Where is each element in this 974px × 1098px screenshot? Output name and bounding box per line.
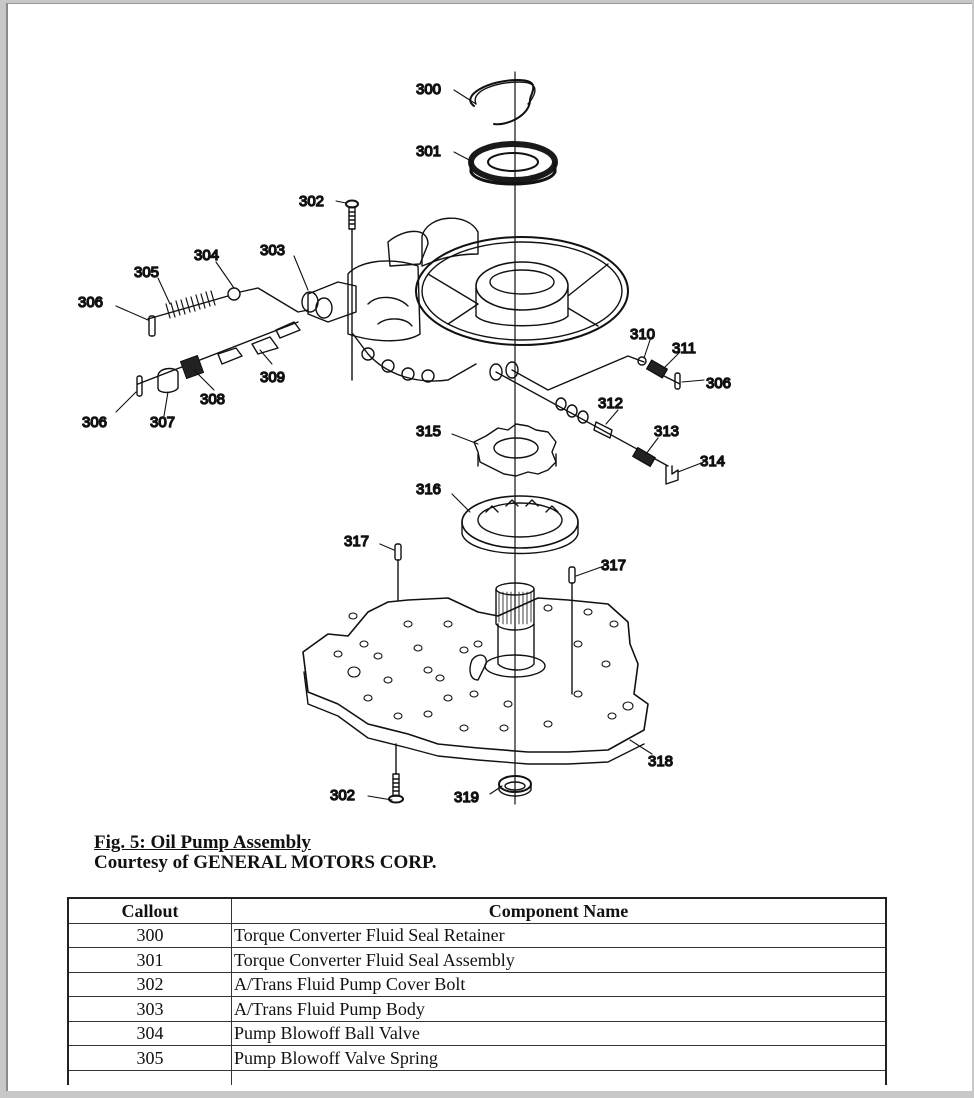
driven-rotor-part: [461, 495, 579, 555]
callout-314: 314: [700, 453, 725, 470]
callout-306-left-top: 306: [78, 294, 103, 311]
component-name-cell: Pump Blowoff Valve Spring: [231, 1045, 887, 1071]
callout-316: 316: [416, 481, 441, 498]
callout-300: 300: [416, 81, 441, 98]
callout-cell: 301: [67, 947, 232, 973]
right-valve-train-upper: [511, 355, 681, 391]
table-row: 304 Pump Blowoff Ball Valve: [67, 1020, 887, 1046]
callout-302-top: 302: [299, 193, 324, 210]
table-row: 303 A/Trans Fluid Pump Body: [67, 996, 887, 1022]
dowel-pin-left-part: [394, 543, 402, 601]
table-row-partial: [67, 1069, 887, 1085]
table-row: 300 Torque Converter Fluid Seal Retainer: [67, 922, 887, 948]
seal-retainer-ring-part: [469, 79, 536, 126]
callout-305: 305: [134, 264, 159, 281]
right-valve-train-lower: [495, 371, 679, 485]
callout-317-right: 317: [601, 557, 626, 574]
pressure-regulator-valve-train: [136, 321, 301, 397]
column-header-callout: Callout: [67, 897, 232, 924]
callout-310: 310: [630, 326, 655, 343]
pump-cover-bolt-top-part: [345, 199, 359, 381]
component-name-cell-empty: [231, 1069, 887, 1085]
callout-cell: 300: [67, 922, 232, 948]
component-name-cell: Torque Converter Fluid Seal Retainer: [231, 922, 887, 948]
dowel-pin-right-part: [568, 566, 576, 695]
callout-311: 311: [672, 340, 696, 357]
component-table: Callout Component Name 300 Torque Conver…: [67, 897, 887, 1085]
drive-gear-part: [473, 423, 557, 477]
callout-312: 312: [598, 395, 623, 412]
table-header-row: Callout Component Name: [67, 897, 887, 924]
callout-304: 304: [194, 247, 219, 264]
callout-317-left: 317: [344, 533, 369, 550]
table-row: 301 Torque Converter Fluid Seal Assembly: [67, 947, 887, 973]
figure-title: Fig. 5: Oil Pump Assembly: [94, 832, 311, 853]
callout-cell: 302: [67, 971, 232, 997]
component-name-cell: Torque Converter Fluid Seal Assembly: [231, 947, 887, 973]
callout-cell: 304: [67, 1020, 232, 1046]
table-row: 302 A/Trans Fluid Pump Cover Bolt: [67, 971, 887, 997]
seal-assembly-part: [468, 141, 558, 186]
table-row: 305 Pump Blowoff Valve Spring: [67, 1045, 887, 1071]
callout-306-right: 306: [706, 375, 731, 392]
callout-313: 313: [654, 423, 679, 440]
callout-303: 303: [260, 242, 285, 259]
callout-308: 308: [200, 391, 225, 408]
leader-lines: [115, 89, 705, 801]
viewer-bottom-edge: [0, 1091, 974, 1098]
oil-pump-exploded-diagram: 300 301 302 303 304 305 306 306 307 308 …: [8, 4, 972, 824]
component-name-cell: A/Trans Fluid Pump Cover Bolt: [231, 971, 887, 997]
callout-307: 307: [150, 414, 175, 431]
callout-302-bottom: 302: [330, 787, 355, 804]
callout-309: 309: [260, 369, 285, 386]
figure-courtesy: Courtesy of GENERAL MOTORS CORP.: [94, 852, 437, 873]
diagram-drawing: 300 301 302 303 304 305 306 306 307 308 …: [77, 71, 732, 807]
callout-319: 319: [454, 789, 479, 806]
figure-caption: Fig. 5: Oil Pump Assembly Courtesy of GE…: [94, 833, 437, 873]
column-header-component-name: Component Name: [231, 897, 887, 924]
callout-cell: 305: [67, 1045, 232, 1071]
blowoff-valve-train-upper: [147, 287, 309, 337]
document-page: 300 301 302 303 304 305 306 306 307 308 …: [6, 3, 972, 1091]
callout-315: 315: [416, 423, 441, 440]
callout-301: 301: [416, 143, 441, 160]
callout-318: 318: [648, 753, 673, 770]
seal-bottom-part: [498, 775, 532, 797]
callout-306-left-bottom: 306: [82, 414, 107, 431]
pump-cover-bolt-bottom-part: [388, 743, 404, 804]
pump-cover-plate-part: [302, 597, 649, 765]
callout-cell: 303: [67, 996, 232, 1022]
pump-body-part: [301, 217, 629, 383]
component-name-cell: A/Trans Fluid Pump Body: [231, 996, 887, 1022]
callout-cell-empty: [67, 1069, 232, 1085]
component-name-cell: Pump Blowoff Ball Valve: [231, 1020, 887, 1046]
